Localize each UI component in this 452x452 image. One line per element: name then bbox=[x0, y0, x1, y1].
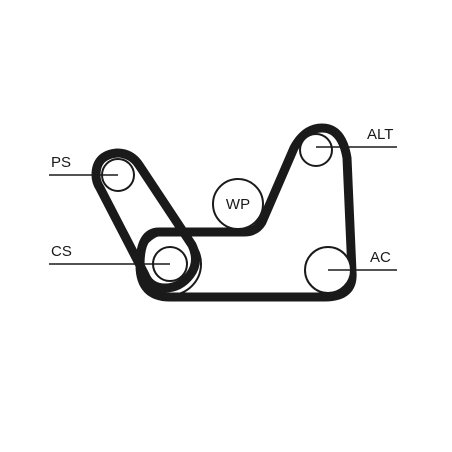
ac-label: AC bbox=[370, 249, 391, 266]
alt-label: ALT bbox=[367, 126, 393, 143]
ps-label: PS bbox=[51, 154, 71, 171]
wp-label: WP bbox=[226, 196, 250, 213]
cs-label: CS bbox=[51, 243, 72, 260]
alt-pulley bbox=[299, 133, 333, 167]
ps-belt bbox=[91, 148, 200, 293]
wp-pulley bbox=[212, 178, 264, 230]
